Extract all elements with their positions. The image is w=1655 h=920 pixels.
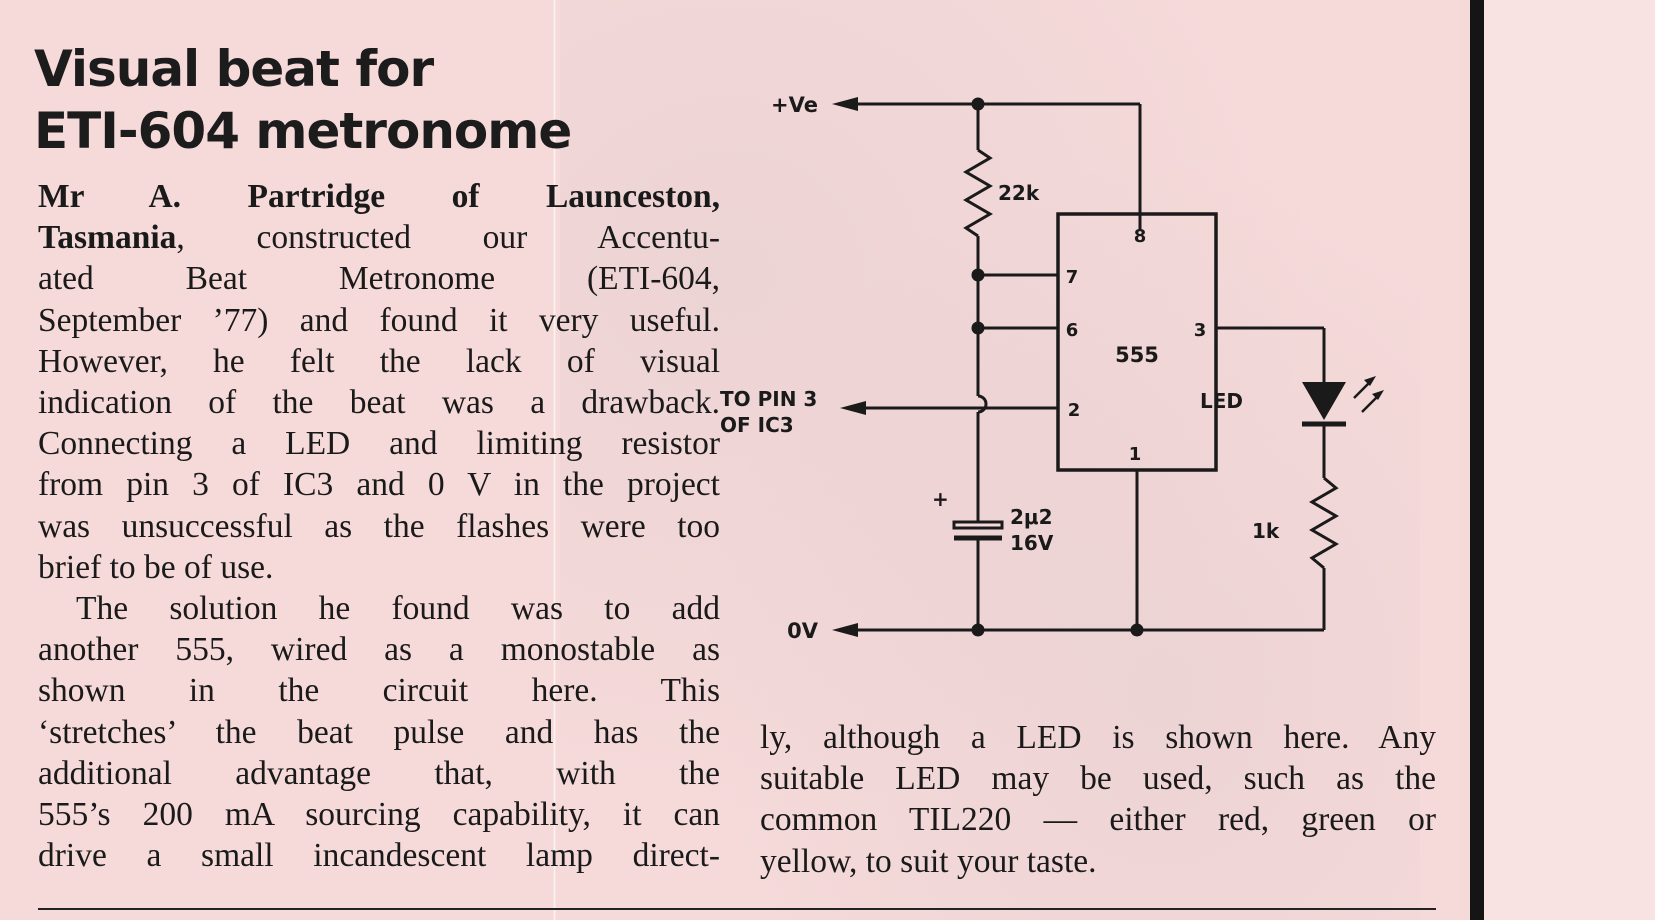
ground-rail (832, 623, 1324, 637)
right-rule (1470, 0, 1484, 920)
body-line: additional advantage that, with the (38, 754, 720, 792)
pin-1-label: 1 (1129, 444, 1142, 465)
supply-label: +Ve (771, 93, 818, 117)
body-line: Connecting a LED and limiting resistor (38, 425, 720, 463)
page-margin (1484, 0, 1655, 920)
body-line: suitable LED may be used, such as the (760, 760, 1436, 798)
light-emission-arrows-icon (1353, 376, 1384, 413)
body-line: ated Beat Metronome (ETI-604, (38, 260, 720, 298)
body-line: another 555, wired as a monostable as (38, 631, 720, 669)
led-label: LED (1200, 389, 1243, 413)
body-line: ly, although a LED is shown here. Any (760, 719, 1436, 756)
page-crease (553, 0, 556, 920)
input-label-line-2: OF IC3 (720, 413, 794, 437)
body-text: , constructed our Accentu- (176, 219, 720, 257)
capacitor-voltage: 16V (1010, 531, 1054, 555)
ic-name: 555 (1115, 343, 1159, 367)
led-resistor (1309, 476, 1339, 630)
background-print-through (560, 0, 1420, 920)
body-line: indication of the beat was a drawback. (38, 384, 720, 422)
output-wire (1216, 326, 1326, 382)
trigger-input-wire (840, 401, 1058, 415)
body-line: yellow, to suit your taste. (760, 842, 1097, 880)
timing-resistor-label: 22k (998, 181, 1040, 205)
ground-label: 0V (787, 619, 819, 643)
body-line: common TIL220 — either red, green or (760, 801, 1436, 839)
input-label-line-1: TO PIN 3 (720, 387, 817, 411)
body-line: brief to be of use. (38, 548, 274, 586)
pin-3-label: 3 (1194, 320, 1207, 341)
title-line-1: Visual beat for (34, 40, 434, 98)
author-location: Tasmania (38, 219, 177, 257)
title-line-2: ETI-604 metronome (34, 102, 572, 160)
capacitor-value: 2μ2 (1010, 505, 1053, 529)
body-line: The solution he found was to add (76, 590, 720, 628)
supply-rail (832, 97, 1142, 230)
right-column: ly, although a LED is shown here. Any su… (760, 717, 1436, 882)
body-line: September ’77) and found it very useful. (38, 301, 720, 339)
body-line: shown in the circuit here. This (38, 672, 720, 710)
pin-7-label: 7 (1066, 267, 1079, 288)
bottom-rule (38, 908, 1436, 910)
capacitor-polarity: + (932, 487, 949, 511)
article-title: Visual beat for ETI-604 metronome (34, 38, 572, 162)
body-line: Tasmania, constructed our Accentu- (38, 217, 720, 258)
timing-resistor (963, 104, 993, 275)
led-resistor-label: 1k (1252, 519, 1280, 543)
body-line: drive a small incandescent lamp direct- (38, 837, 720, 875)
body-line: was unsuccessful as the flashes were too (38, 507, 720, 545)
led-symbol (1302, 382, 1346, 478)
timing-capacitor (952, 512, 1004, 630)
body-line: However, he felt the lack of visual (38, 342, 720, 380)
ic-555-body (1056, 212, 1218, 472)
pin-8-label: 8 (1134, 226, 1147, 247)
body-line: ‘stretches’ the beat pulse and has the (38, 713, 720, 751)
pin-6-label: 6 (1066, 320, 1079, 341)
body-line: Mr A. Partridge of Launceston, (38, 178, 720, 215)
body-line: from pin 3 of IC3 and 0 V in the project (38, 466, 720, 504)
left-column: Mr A. Partridge of Launceston, Tasmania,… (38, 176, 720, 876)
threshold-discharge-wiring (971, 268, 1058, 512)
circuit-diagram: +Ve 22k 555 8 7 6 3 2 1 TO PIN 3 OF IC3 … (720, 93, 1384, 643)
body-line: 555’s 200 mA sourcing capability, it can (38, 796, 720, 834)
pin-2-label: 2 (1068, 400, 1081, 421)
